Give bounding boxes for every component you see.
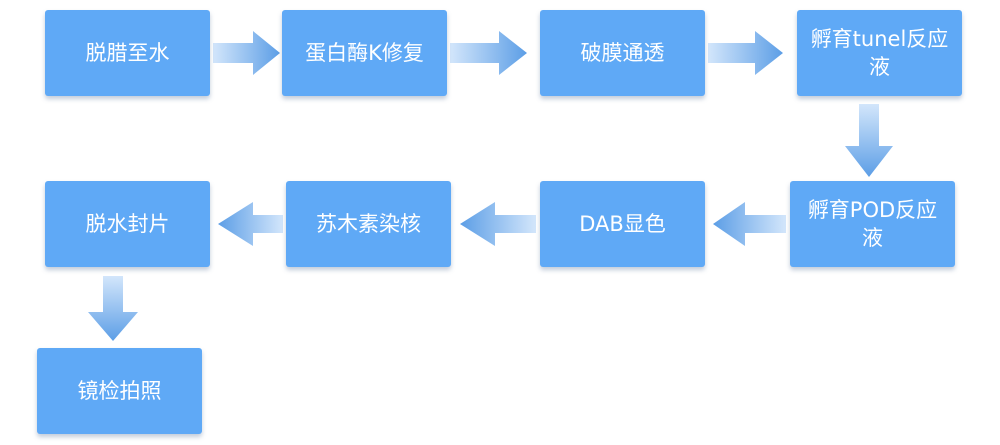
step-label: 孵育POD反应液	[807, 198, 938, 250]
arrow-step8-to-step9	[88, 276, 138, 341]
arrow-step6-to-step7	[460, 202, 536, 246]
arrow-step3-to-step4	[708, 31, 783, 75]
step-label: 脱水封片	[85, 212, 170, 236]
step-proteinase-k-repair: 蛋白酶K修复	[282, 10, 447, 96]
step-label: 脱腊至水	[85, 41, 170, 65]
step-label: DAB显色	[579, 212, 666, 236]
step-microscopy-imaging: 镜检拍照	[37, 348, 202, 434]
step-incubate-tunel-reagent: 孵育tunel反应液	[797, 10, 962, 96]
step-hematoxylin-counterstain: 苏木素染核	[286, 181, 451, 267]
step-permeabilization: 破膜通透	[540, 10, 705, 96]
step-dehydrate-and-mount: 脱水封片	[45, 181, 210, 267]
arrow-step2-to-step3	[450, 31, 527, 75]
step-label: 破膜通透	[580, 41, 665, 65]
step-label: 孵育tunel反应液	[810, 27, 949, 79]
arrow-step1-to-step2	[213, 31, 280, 75]
step-label: 镜检拍照	[77, 379, 162, 403]
step-incubate-pod-reagent: 孵育POD反应液	[790, 181, 955, 267]
step-label: 苏木素染核	[316, 212, 421, 236]
step-deparaffinize-to-water: 脱腊至水	[45, 10, 210, 96]
step-label: 蛋白酶K修复	[305, 41, 424, 65]
arrow-step5-to-step6	[713, 202, 786, 246]
arrow-step4-to-step5	[845, 104, 893, 177]
arrow-step7-to-step8	[218, 202, 283, 246]
step-dab-staining: DAB显色	[540, 181, 705, 267]
